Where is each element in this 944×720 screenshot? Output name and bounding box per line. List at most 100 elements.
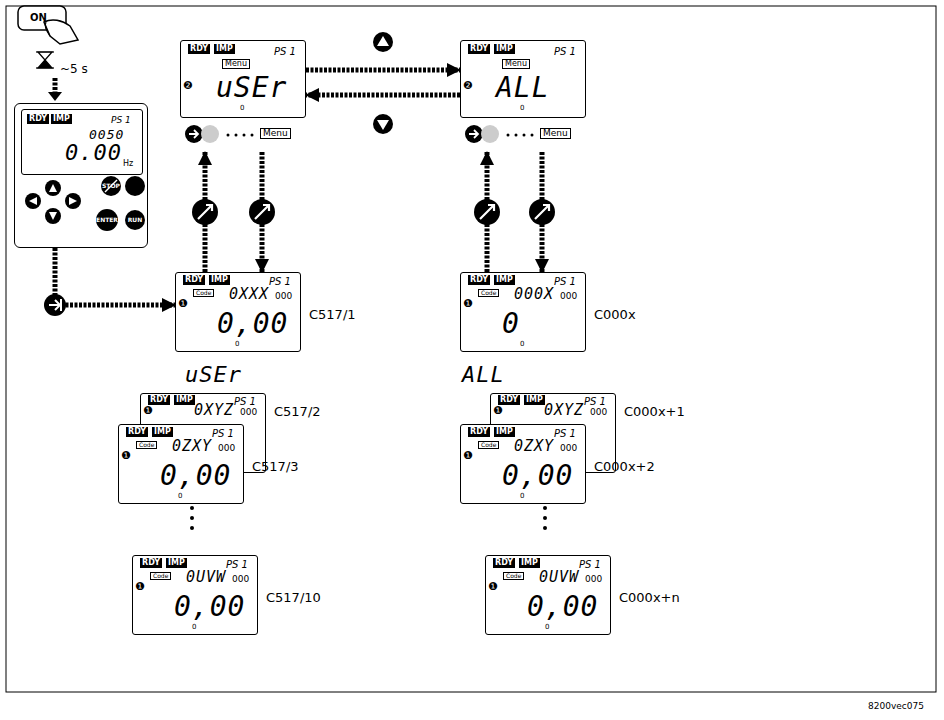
up-key <box>373 32 393 52</box>
code-digits: 0ZXY <box>172 439 212 454</box>
function-key <box>465 125 483 143</box>
code-display: ❶RDYIMPCodePS 10ZXY0000,000C000x+2 <box>460 424 586 504</box>
display-indicator: ❶ <box>178 298 188 309</box>
status-flag: IMP <box>174 395 195 405</box>
status-flag: IMP <box>494 275 515 285</box>
display-value: 0,00 <box>160 462 231 490</box>
menu-display: ❷RDYIMPMenuPS 1uSEr0Menu <box>180 40 306 152</box>
code-digits: 0XYZ <box>544 403 584 418</box>
flow-arrow <box>55 248 175 305</box>
code-indicator: Code <box>478 289 499 297</box>
run-key <box>125 210 145 230</box>
dot <box>507 134 510 137</box>
status-flag: IMP <box>152 427 173 437</box>
subcode-digits: 000 <box>275 292 292 301</box>
subcode-digits: 000 <box>232 575 249 584</box>
dot <box>531 134 534 137</box>
flow-arrow <box>306 68 460 73</box>
parameter-set: PS 1 <box>212 429 234 439</box>
code-digits: 0050 <box>89 128 124 141</box>
status-flag: RDY <box>498 395 520 405</box>
power-label: ON <box>30 13 47 23</box>
shift-key-arrow <box>255 205 269 219</box>
display-value: 0,00 <box>174 593 245 621</box>
key-label: RUN <box>128 217 143 223</box>
status-flag: IMP <box>166 558 187 568</box>
status-flag: RDY <box>183 275 205 285</box>
continuation-dots <box>190 506 547 530</box>
display-value: 0.00 <box>65 142 122 164</box>
hourglass <box>36 52 54 68</box>
key-label: ENTER <box>96 217 118 223</box>
display-value: 0 <box>502 310 520 338</box>
menu-caption: ALL <box>462 364 505 386</box>
display-digit: 0 <box>520 105 524 112</box>
display-digit: 0 <box>235 341 239 348</box>
menu-key-label: Menu <box>260 128 291 139</box>
delay-label: ~5 s <box>60 63 88 75</box>
dot <box>235 134 238 137</box>
code-digits: 0UVW <box>539 570 579 585</box>
parameter-set: PS 1 <box>234 397 256 407</box>
status-flag: RDY <box>468 427 490 437</box>
display-value: 0,00 <box>527 593 598 621</box>
status-flag: IMP <box>494 427 515 437</box>
display-digit: 0 <box>520 493 524 500</box>
display-indicator: ❶ <box>143 405 153 416</box>
display-value: 0,00 <box>217 310 288 338</box>
display-indicator: ❷ <box>463 80 473 91</box>
function-key-arrow <box>189 130 198 138</box>
display-digit: 0 <box>240 105 244 112</box>
shift-key-arrow <box>480 205 494 219</box>
shift-key-arrow <box>198 205 212 219</box>
code-digits: 0UVW <box>186 570 226 585</box>
code-label: C000x <box>594 308 636 321</box>
status-flag: IMP <box>51 114 72 124</box>
shift-key-body <box>529 199 555 225</box>
down-arrow <box>48 78 62 101</box>
parameter-set: PS 1 <box>269 277 291 287</box>
parameter-set: PS 1 <box>111 116 131 125</box>
subcode-digits: 000 <box>560 292 577 301</box>
code-label: C517/3 <box>252 460 299 473</box>
stop-key <box>125 176 145 196</box>
menu-indicator: Menu <box>502 59 530 69</box>
status-flag: IMP <box>494 44 515 54</box>
code-label: C517/2 <box>274 405 321 418</box>
code-display: ❶RDYIMPCodePS 10XXX0000,000C517/1 <box>175 272 301 352</box>
display-value: 0,00 <box>502 462 573 490</box>
function-key-shadow <box>481 125 499 143</box>
code-label: C517/10 <box>266 591 321 604</box>
subcode-digits: 000 <box>240 408 257 417</box>
status-flag: IMP <box>524 395 545 405</box>
status-flag: RDY <box>468 275 490 285</box>
function-key-arrow <box>469 130 478 138</box>
key-arrow <box>29 184 77 220</box>
menu-key-label: Menu <box>540 128 571 139</box>
display-indicator: ❶ <box>493 405 503 416</box>
menu-caption: uSEr <box>185 364 242 386</box>
code-digits: 0ZXY <box>514 439 554 454</box>
shift-key <box>101 176 121 196</box>
down-key <box>373 114 393 134</box>
display-indicator: ❶ <box>121 450 131 461</box>
code-display: ❶RDYIMPCodePS 10UVW0000,000C517/10 <box>132 555 258 635</box>
menu-indicator: Menu <box>222 59 250 69</box>
function-key <box>185 125 203 143</box>
code-label: C000x+1 <box>624 405 685 418</box>
code-label: C517/1 <box>309 308 356 321</box>
menu-name: uSEr <box>216 74 287 102</box>
code-digits: 0XXX <box>229 287 269 302</box>
menu-display: ❷RDYIMPMenuPS 1ALL0Menu <box>460 40 586 152</box>
status-flag: RDY <box>126 427 148 437</box>
key-label: STOP <box>102 183 120 189</box>
status-flag: RDY <box>468 44 490 54</box>
display-digit: 0 <box>545 624 549 631</box>
code-display: ❶RDYIMPCodePS 10UVW0000,000C000x+n <box>485 555 611 635</box>
code-indicator: Code <box>136 441 157 449</box>
status-flag: IMP <box>214 44 235 54</box>
status-flag: RDY <box>27 114 49 124</box>
flow-arrow <box>306 93 460 98</box>
code-indicator: Code <box>193 289 214 297</box>
keypad-device: RDYIMPPS 100500.00HzSTOPENTERRUN <box>14 103 148 248</box>
